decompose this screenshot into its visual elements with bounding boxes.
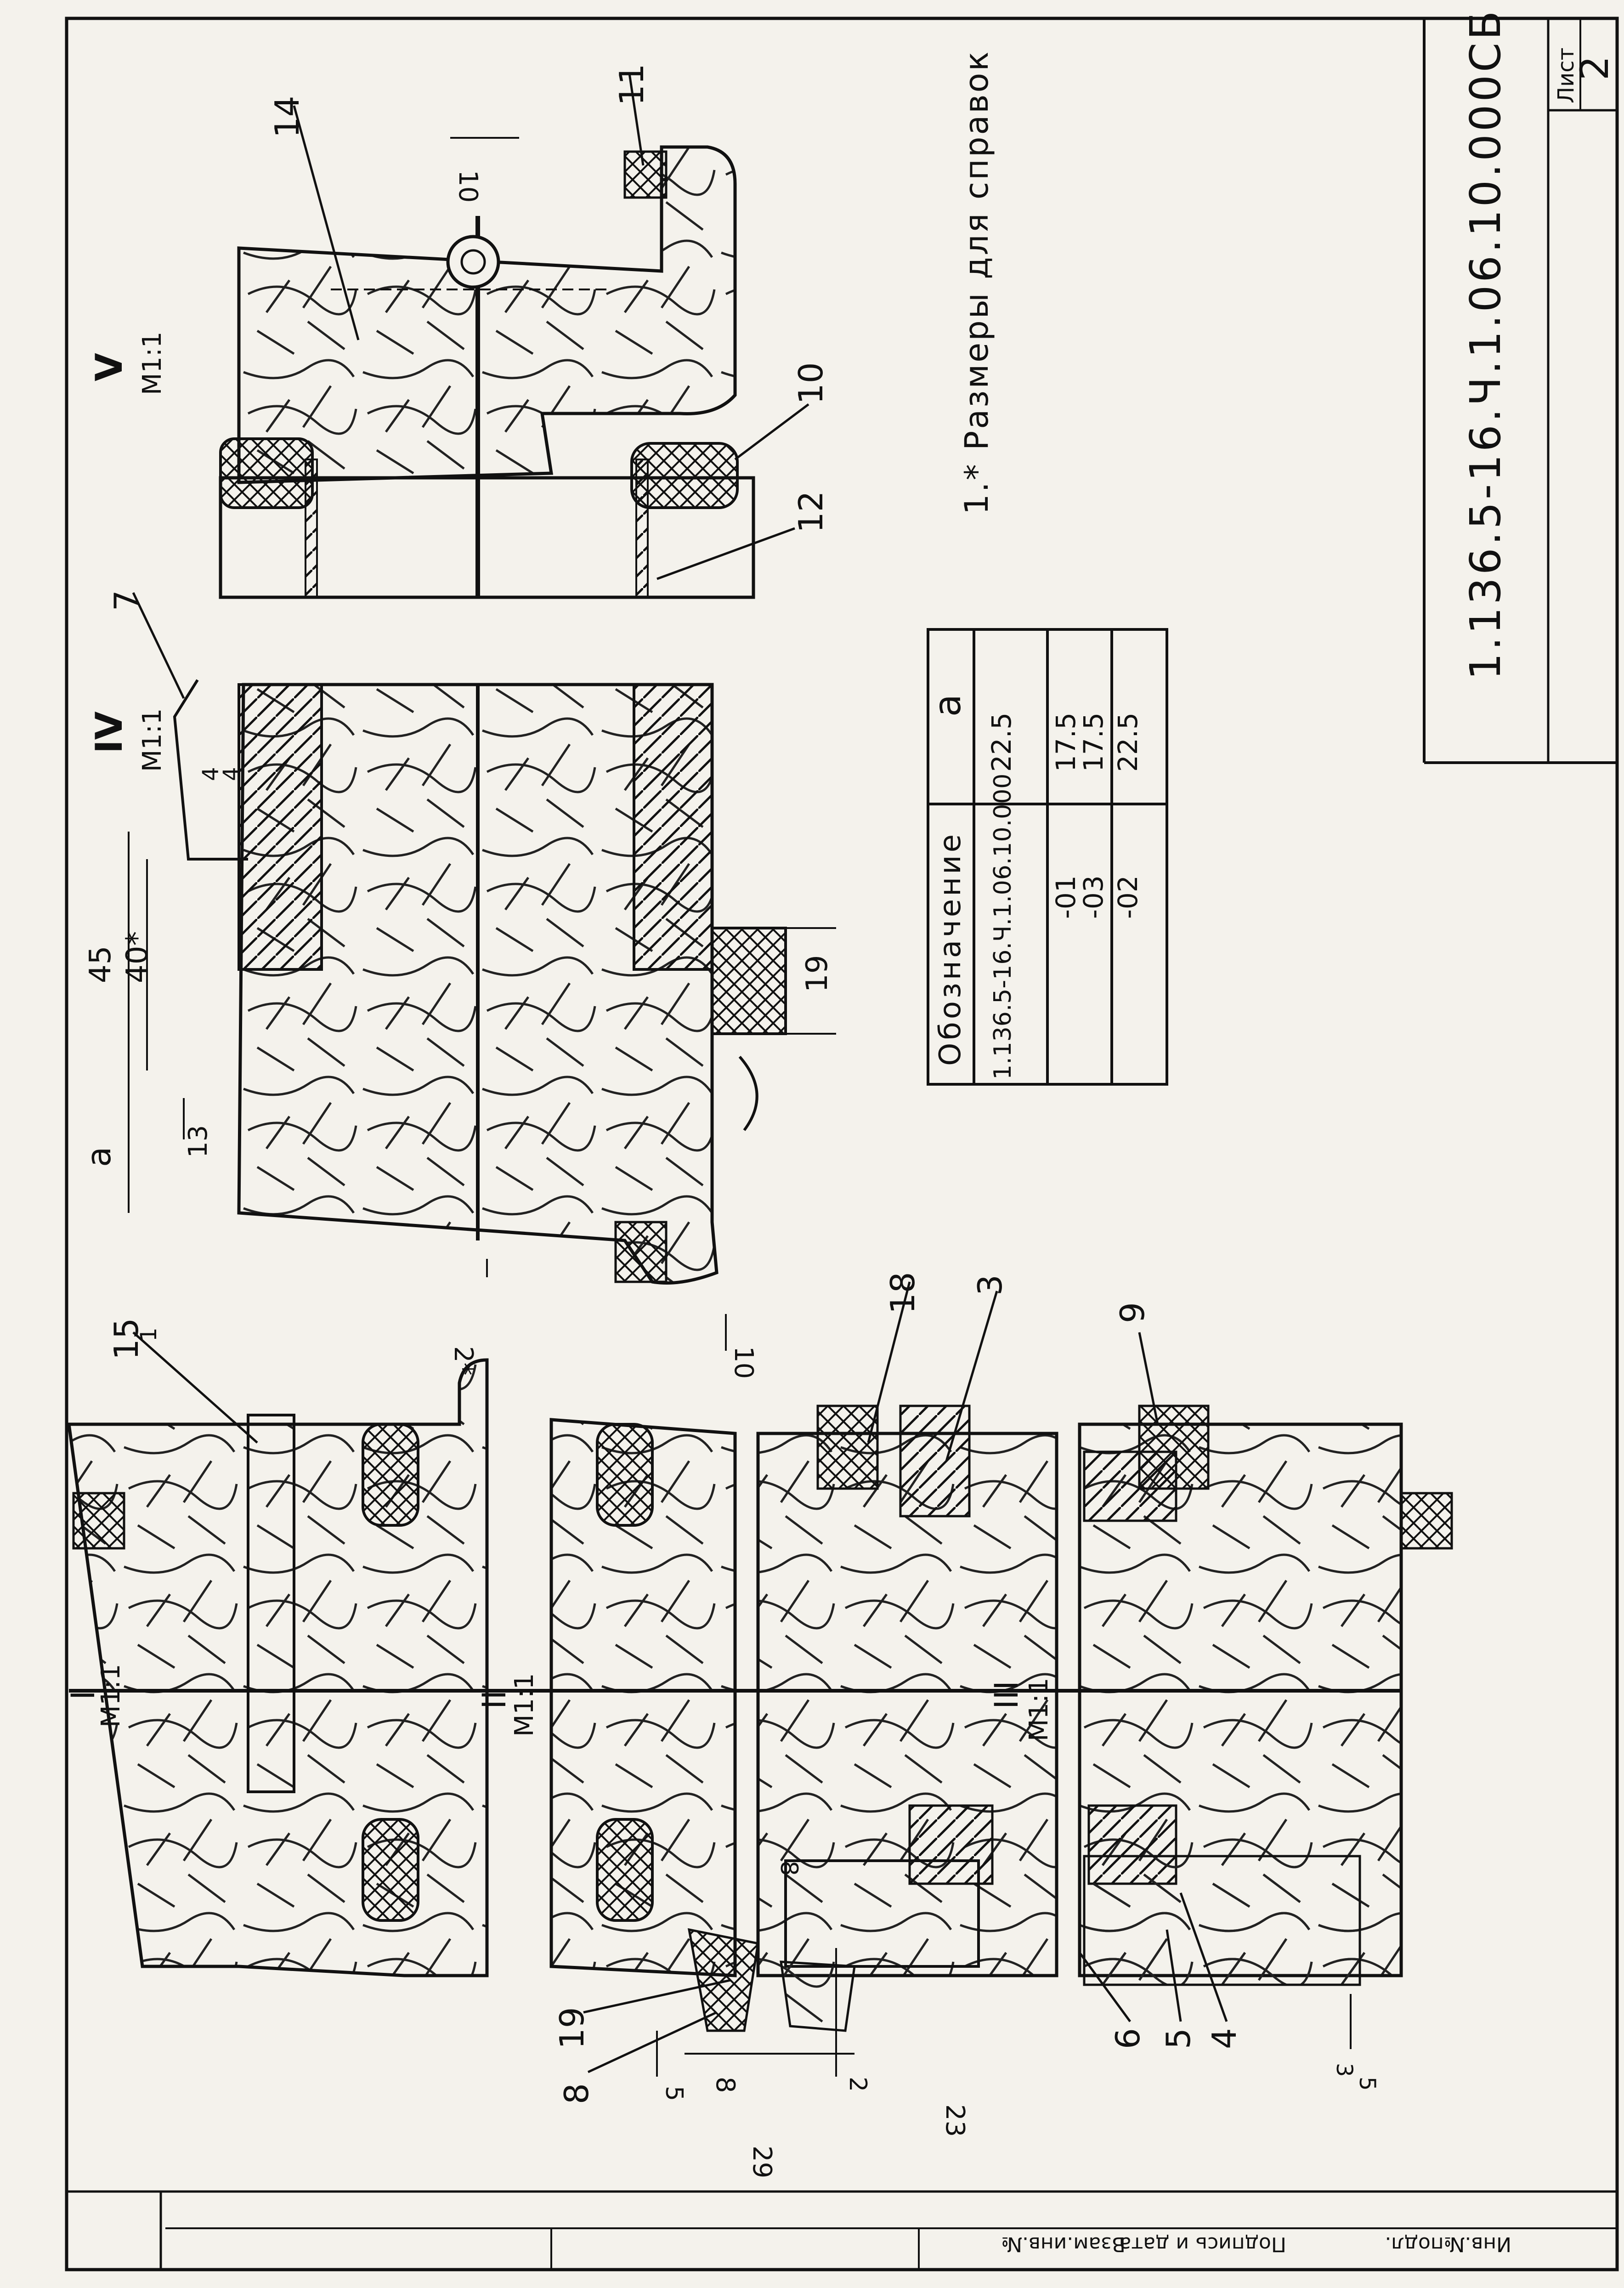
dim-1: 1 bbox=[136, 1327, 162, 1342]
view-iii-label: III bbox=[988, 1681, 1025, 1709]
callout-14: 14 bbox=[268, 96, 306, 138]
stamp-strip: Инв.№подл. Подпись и дата Взам.инв.№ bbox=[159, 2192, 1617, 2270]
view-iii-scale: M1:1 bbox=[1024, 1678, 1054, 1741]
stamp-replace-label: Взам.инв.№ bbox=[1001, 2232, 1126, 2256]
dim-5a: 5 bbox=[660, 2086, 688, 2101]
view-v-scale: M1:1 bbox=[137, 332, 167, 395]
table-row-4-designation: -03 bbox=[1078, 875, 1109, 919]
table-row-4-a: 17.5 bbox=[1078, 713, 1109, 772]
dim-45: 45 bbox=[84, 946, 118, 983]
callout-8: 8 bbox=[557, 2083, 596, 2104]
callout-3: 3 bbox=[971, 1274, 1009, 1296]
callout-9: 9 bbox=[1113, 1302, 1152, 1323]
dim-5b: 5 bbox=[1354, 2077, 1380, 2091]
dim-2star: 2* bbox=[448, 1346, 478, 1376]
table-row-2-a: 17.5 bbox=[1050, 713, 1081, 772]
callout-labels: 14 11 10 12 7 15 18 3 9 19 8 6 5 4 bbox=[107, 63, 1244, 2104]
sheet-label: Лист bbox=[1553, 47, 1579, 103]
dim-3: 3 bbox=[1331, 2063, 1357, 2077]
callout-19: 19 bbox=[553, 2007, 591, 2049]
dim-8b: 8 bbox=[775, 1861, 803, 1876]
dimension-labels: 45 40* a 13 4 4 2* 10 19 10 5 8 29 2 23 … bbox=[79, 170, 1380, 2178]
callouts bbox=[132, 73, 1228, 2073]
dim-a: a bbox=[79, 1147, 118, 1167]
dim-2: 2 bbox=[844, 2077, 871, 2092]
table-header-designation: Обозначение bbox=[934, 832, 968, 1066]
dim-13: 13 bbox=[183, 1125, 213, 1158]
callout-10: 10 bbox=[792, 362, 830, 404]
dim-4b: 4 bbox=[219, 767, 244, 781]
dim-10-lower: 10 bbox=[729, 1346, 758, 1379]
dim-23: 23 bbox=[940, 2104, 970, 2137]
table-row-2-designation: -01 bbox=[1050, 875, 1081, 919]
table-row-3-designation: -02 bbox=[1112, 875, 1143, 919]
table-row-1-designation: 1.136.5-16.Ч.1.06.10.000 bbox=[989, 774, 1017, 1080]
view-i-scale: M1:1 bbox=[96, 1664, 126, 1727]
document-code: 1.136.5-16.Ч.1.06.10.000СБ bbox=[1461, 8, 1510, 680]
callout-15: 15 bbox=[107, 1318, 146, 1360]
table-text: Обозначение a 1.136.5-16.Ч.1.06.10.000 2… bbox=[926, 694, 1143, 1080]
dim-4a: 4 bbox=[198, 767, 224, 781]
view-i-label: I bbox=[64, 1690, 102, 1700]
title-block: 1.136.5-16.Ч.1.06.10.000СБ Лист 2 bbox=[1461, 8, 1617, 680]
table-row-3-a: 22.5 bbox=[1112, 713, 1143, 772]
table bbox=[927, 628, 1168, 1086]
callout-5: 5 bbox=[1159, 2028, 1198, 2049]
view-iv-scale: M1:1 bbox=[137, 708, 167, 772]
dim-8a: 8 bbox=[710, 2077, 740, 2093]
views-i-ii-iii bbox=[67, 1358, 1453, 2032]
sheet-number: 2 bbox=[1572, 56, 1617, 80]
callout-11: 11 bbox=[612, 63, 651, 106]
frame bbox=[65, 17, 1619, 2271]
callout-6: 6 bbox=[1109, 2028, 1147, 2049]
view-iv bbox=[173, 679, 787, 1285]
dim-19: 19 bbox=[800, 955, 834, 992]
view-iv-label: IV bbox=[88, 711, 130, 753]
stamp-inv-label: Инв.№подл. bbox=[1385, 2232, 1511, 2256]
callout-4: 4 bbox=[1205, 2028, 1244, 2049]
stamp-sign-label: Подпись и дата bbox=[1119, 2232, 1286, 2256]
view-ii-label: II bbox=[475, 1690, 513, 1709]
table-header-a: a bbox=[926, 694, 969, 717]
callout-12: 12 bbox=[792, 491, 830, 533]
callout-7: 7 bbox=[107, 590, 146, 611]
view-ii-scale: M1:1 bbox=[509, 1673, 539, 1737]
dim-10-upper: 10 bbox=[453, 170, 483, 203]
view-v bbox=[219, 145, 755, 599]
reference-note: 1.* Размеры для справок bbox=[958, 50, 996, 515]
table-row-1-a: 22.5 bbox=[986, 713, 1017, 772]
dim-40: 40* bbox=[120, 931, 154, 983]
dimension-lines bbox=[128, 137, 1352, 2077]
callout-18: 18 bbox=[883, 1272, 922, 1314]
dim-29: 29 bbox=[747, 2146, 777, 2178]
view-v-label: V bbox=[88, 353, 130, 381]
view-labels: V M1:1 IV M1:1 I M1:1 II M1:1 III M1:1 bbox=[64, 332, 1054, 1741]
